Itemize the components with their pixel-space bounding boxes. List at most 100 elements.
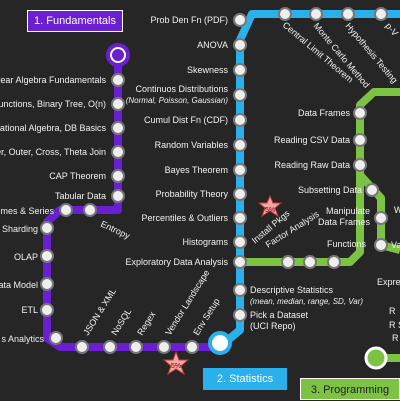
station[interactable]	[353, 133, 367, 147]
station[interactable]	[111, 189, 125, 203]
station[interactable]	[365, 183, 379, 197]
station[interactable]	[40, 249, 54, 263]
programming-start-station[interactable]	[364, 346, 388, 370]
station[interactable]	[111, 145, 125, 159]
station[interactable]	[233, 13, 247, 27]
station-label: ETL	[21, 305, 38, 315]
statistics-title[interactable]: 2. Statistics	[203, 368, 287, 390]
station[interactable]	[353, 158, 367, 172]
station-label: mes & Series	[0, 206, 54, 216]
station[interactable]	[75, 340, 89, 354]
station-label: Functions, Binary Tree, O(n)	[0, 99, 106, 109]
station[interactable]	[83, 203, 97, 217]
station[interactable]	[353, 106, 367, 120]
station-label: Data Frames	[298, 108, 351, 118]
station[interactable]	[278, 7, 292, 21]
station[interactable]	[233, 63, 247, 77]
station-label: Reading CSV Data	[274, 135, 350, 145]
station[interactable]	[185, 340, 199, 354]
station[interactable]	[233, 308, 247, 322]
station-label: Descriptive Statistics	[250, 285, 334, 295]
station-label: Continuos Distributions	[135, 84, 228, 94]
badge-label: 5%	[171, 363, 181, 370]
station-label: Pick a Dataset	[250, 310, 309, 320]
station-label: Env Setup	[191, 297, 221, 338]
station[interactable]	[233, 38, 247, 52]
station-label: Cumul Dist Fn (CDF)	[144, 115, 228, 125]
station-label: lational Algebra, DB Basics	[0, 123, 106, 133]
station[interactable]	[233, 187, 247, 201]
station[interactable]	[40, 221, 54, 235]
station[interactable]	[111, 97, 125, 111]
station-label: Probability Theory	[156, 189, 229, 199]
station[interactable]	[309, 7, 323, 21]
station[interactable]	[327, 255, 341, 269]
station[interactable]	[233, 235, 247, 249]
station[interactable]	[233, 138, 247, 152]
programming-title[interactable]: 3. Programming	[300, 378, 400, 400]
station-label: R	[392, 333, 399, 343]
station[interactable]	[374, 238, 388, 252]
station[interactable]	[40, 303, 54, 317]
station-label: Random Variables	[155, 140, 229, 150]
station-label: Percentiles & Outliers	[141, 213, 228, 223]
station-sublabel: (Normal, Poisson, Gaussian)	[126, 96, 229, 105]
station[interactable]	[49, 331, 63, 345]
badge-label: 5%	[265, 207, 275, 214]
station[interactable]	[374, 211, 388, 225]
station-label: Sharding	[2, 224, 38, 234]
station[interactable]	[40, 277, 54, 291]
station[interactable]	[303, 255, 317, 269]
env-setup-interchange[interactable]	[208, 331, 232, 355]
station[interactable]	[111, 121, 125, 135]
station-label: OLAP	[14, 252, 38, 262]
station[interactable]	[129, 340, 143, 354]
station-label: Histograms	[182, 237, 228, 247]
station-label: Data Model	[0, 280, 38, 290]
station-label: ANOVA	[197, 40, 228, 50]
badge-star-vendor: 5%	[162, 350, 190, 376]
station[interactable]	[233, 88, 247, 102]
station-label: Data Frames	[318, 217, 371, 227]
station-label: Functions	[327, 239, 367, 249]
fundamentals-start-station-core	[112, 49, 124, 61]
station-label: Tabular Data	[55, 191, 106, 201]
station-label: NoSQL	[109, 307, 133, 337]
station[interactable]	[233, 255, 247, 269]
station[interactable]	[103, 340, 117, 354]
station-label: Prob Den Fn (PDF)	[150, 15, 228, 25]
station-label: R	[389, 306, 396, 316]
station[interactable]	[233, 163, 247, 177]
station-label: Regex	[135, 309, 158, 337]
station[interactable]	[374, 7, 388, 21]
station-label: W	[394, 205, 400, 215]
station-label: Expre	[377, 277, 400, 287]
station-label: Va	[391, 240, 400, 250]
station[interactable]	[111, 169, 125, 183]
station-sublabel: (mean, median, range, SD, Var)	[250, 297, 363, 306]
badge-star-factor: 5%	[257, 194, 283, 218]
station-label: er, Outer, Cross, Theta Join	[0, 147, 106, 157]
station-label: Subsetting Data	[298, 185, 362, 195]
station[interactable]	[59, 203, 73, 217]
station[interactable]	[233, 283, 247, 297]
station-label: Skewness	[187, 65, 229, 75]
station-label: CAP Theorem	[49, 171, 106, 181]
station[interactable]	[281, 255, 295, 269]
fundamentals-title[interactable]: 1. Fundamentals	[27, 10, 123, 32]
station-label: Reading Raw Data	[274, 160, 350, 170]
statistics-line	[219, 10, 400, 349]
station-label: Entropy	[99, 219, 132, 241]
station-sublabel: (UCI Repo)	[250, 321, 296, 331]
station-label: near Algebra Fundamentals	[0, 75, 106, 85]
station[interactable]	[233, 113, 247, 127]
station[interactable]	[233, 211, 247, 225]
fundamentals-line	[43, 58, 215, 351]
station[interactable]	[111, 73, 125, 87]
station-label: R S	[389, 320, 400, 330]
station-label: Bayes Theorem	[165, 165, 228, 175]
station[interactable]	[341, 7, 355, 21]
station-label: Exploratory Data Analysis	[125, 257, 228, 267]
station[interactable]	[157, 340, 171, 354]
